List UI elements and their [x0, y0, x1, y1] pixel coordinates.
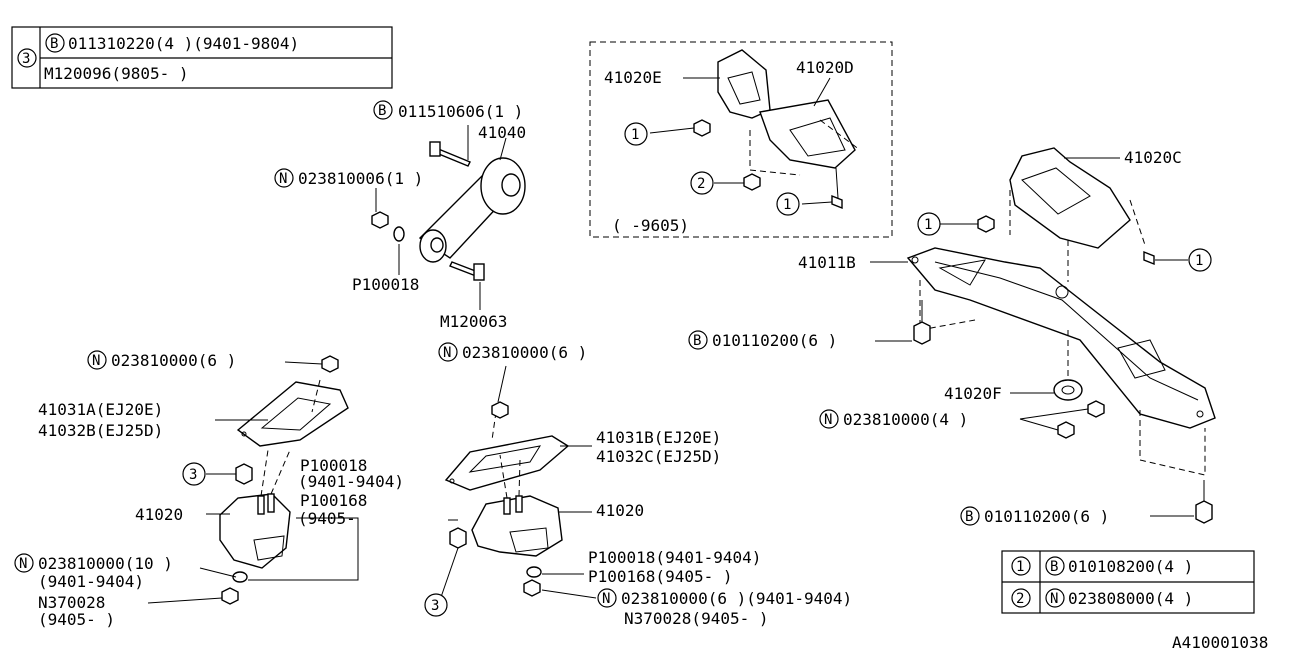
- callout-41020-mid: 41020: [596, 501, 644, 520]
- ref-marker-1: 1: [924, 217, 932, 233]
- callout-nut-mid-top: 023810000(6 ): [462, 343, 587, 362]
- callout-nut-crossmember: 023810000(4 ): [843, 410, 968, 429]
- callout-41011B: 41011B: [798, 253, 856, 272]
- callout-41032B: 41032B(EJ25D): [38, 421, 163, 440]
- ref-marker-3: 3: [431, 598, 439, 614]
- symbol-n: N: [19, 556, 27, 572]
- callout-nut-mid-bottom: 023810000(6 )(9401-9404): [621, 589, 852, 608]
- callout-N370028-mid: N370028(9405- ): [624, 609, 769, 628]
- callout-41020C: 41020C: [1124, 148, 1182, 167]
- callout-41031B: 41031B(EJ20E): [596, 428, 721, 447]
- legend-row2-text: M120096(9805- ): [44, 64, 189, 83]
- callout-bolt-41040: 011510606(1 ): [398, 102, 523, 121]
- crossmember-assembly: [870, 147, 1216, 524]
- ref-marker-3: 3: [189, 467, 197, 483]
- callout-nut-left-bottom: 023810000(10 ): [38, 554, 173, 573]
- callout-bolt-crossmember: 010110200(6 ): [712, 331, 837, 350]
- legend-row-1-text: 010108200(4 ): [1068, 557, 1193, 576]
- callout-41031A: 41031A(EJ20E): [38, 400, 163, 419]
- callout-41020-left: 41020: [135, 505, 183, 524]
- callout-P100168-left: P100168: [300, 491, 367, 510]
- callout-41020F: 41020F: [944, 384, 1002, 403]
- symbol-b: B: [965, 509, 973, 525]
- symbol-n: N: [92, 353, 100, 369]
- legend-ref-3: 3: [22, 51, 30, 67]
- legend-symbol-b: B: [50, 36, 58, 52]
- symbol-n: N: [443, 345, 451, 361]
- ref-marker-1: 1: [783, 197, 791, 213]
- torque-rod-assembly: [371, 125, 526, 310]
- legend-top: 3 B 011310220(4 )(9401-9804) M120096(980…: [11, 26, 393, 89]
- legend-row1-text: 011310220(4 )(9401-9804): [68, 34, 299, 53]
- callout-P100018-left: P100018: [300, 456, 367, 475]
- diagram-id: A410001038: [1172, 633, 1268, 652]
- callout-bolt-M120063: M120063: [440, 312, 507, 331]
- symbol-n: N: [279, 171, 287, 187]
- ref-marker-1: 1: [1195, 253, 1203, 269]
- ref-marker-2: 2: [697, 176, 705, 192]
- legend-symbol-n: N: [1050, 591, 1058, 607]
- callout-41020E: 41020E: [604, 68, 662, 87]
- inset-box: [589, 41, 893, 238]
- callout-nut-left-top: 023810000(6 ): [111, 351, 236, 370]
- middle-engine-mount: [439, 365, 597, 601]
- callout-41020D: 41020D: [796, 58, 854, 77]
- callout-nut-41040: 023810006(1 ): [298, 169, 423, 188]
- legend-row-2-text: 023808000(4 ): [1068, 589, 1193, 608]
- callout-N370028-left: N370028: [38, 593, 105, 612]
- left-engine-mount: [147, 355, 359, 605]
- callout-range-left-3: (9401-9404): [38, 572, 144, 591]
- callout-bolt-crossmember-2: 010110200(6 ): [984, 507, 1109, 526]
- callout-range-left-4: (9405- ): [38, 610, 115, 629]
- symbol-b: B: [693, 333, 701, 349]
- legend-ref-2: 2: [1016, 591, 1024, 607]
- callout-range-left-1: (9401-9404): [298, 472, 404, 491]
- callout-P100018-mid: P100018(9401-9404): [588, 548, 761, 567]
- legend-symbol-b: B: [1050, 559, 1058, 575]
- callout-P100168-mid: P100168(9405- ): [588, 567, 733, 586]
- ref-marker-1: 1: [631, 127, 639, 143]
- callout-washer-P100018: P100018: [352, 275, 419, 294]
- symbol-b: B: [378, 103, 386, 119]
- callout-41032C: 41032C(EJ25D): [596, 447, 721, 466]
- callout-41040: 41040: [478, 123, 526, 142]
- legend-ref-1: 1: [1016, 559, 1024, 575]
- callout-range-left-2: (9405-: [298, 509, 356, 528]
- legend-bottom: 1 B 010108200(4 ) 2 N 023808000(4 ): [1001, 550, 1255, 614]
- symbol-n: N: [602, 591, 610, 607]
- callout-range-inset: ( -9605): [612, 216, 689, 235]
- symbol-n: N: [824, 412, 832, 428]
